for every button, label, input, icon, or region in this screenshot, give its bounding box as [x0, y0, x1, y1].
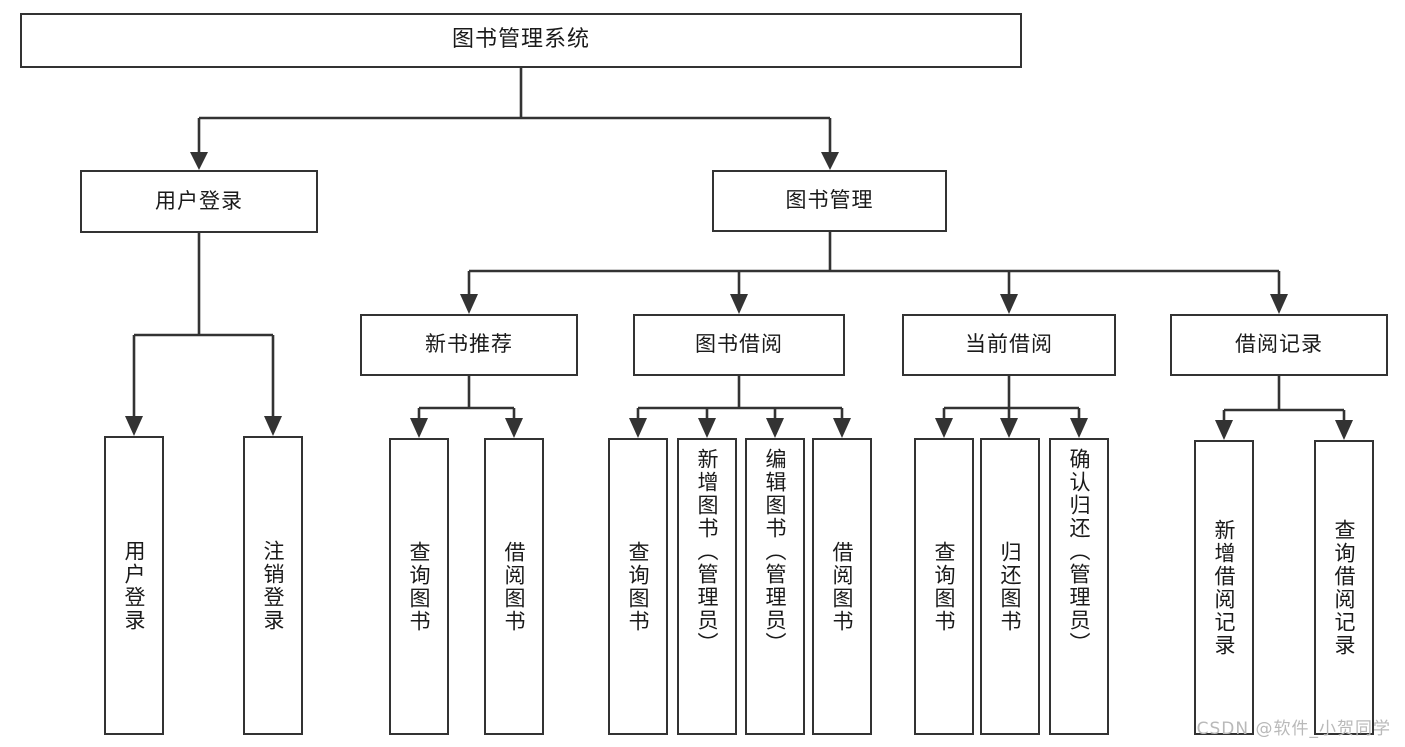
node-leaf-add-book[interactable]: 新增图书（管理员）	[677, 438, 737, 735]
node-leaf-borrow-book-2[interactable]: 借阅图书	[812, 438, 872, 735]
node-label: 用户登录	[155, 188, 243, 213]
node-label: 当前借阅	[965, 332, 1053, 357]
node-borrow-record[interactable]: 借阅记录	[1170, 314, 1388, 376]
node-book-manage[interactable]: 图书管理	[712, 170, 947, 232]
node-leaf-query-book-2[interactable]: 查询图书	[608, 438, 668, 735]
node-leaf-query-book-3[interactable]: 查询图书	[914, 438, 974, 735]
node-label: 新增借阅记录	[1212, 518, 1237, 657]
node-label: 借阅图书	[502, 540, 527, 633]
node-leaf-query-record[interactable]: 查询借阅记录	[1314, 440, 1374, 735]
node-book-borrow[interactable]: 图书借阅	[633, 314, 845, 376]
node-label: 图书管理	[785, 188, 874, 213]
node-leaf-return-book[interactable]: 归还图书	[980, 438, 1040, 735]
node-label: 借阅图书	[830, 540, 855, 633]
node-label: 编辑图书（管理员）	[763, 448, 788, 655]
node-current-borrow[interactable]: 当前借阅	[902, 314, 1116, 376]
node-leaf-query-book-1[interactable]: 查询图书	[389, 438, 449, 735]
node-label: 注销登录	[261, 539, 286, 632]
node-label: 查询借阅记录	[1332, 518, 1357, 657]
node-user-login[interactable]: 用户登录	[80, 170, 318, 233]
node-label: 新书推荐	[425, 332, 513, 357]
node-leaf-logout[interactable]: 注销登录	[243, 436, 303, 735]
node-label: 查询图书	[407, 540, 432, 633]
node-label: 新增图书（管理员）	[695, 448, 720, 655]
node-leaf-edit-book[interactable]: 编辑图书（管理员）	[745, 438, 805, 735]
node-label: 用户登录	[122, 539, 147, 632]
node-label: 借阅记录	[1235, 332, 1323, 357]
node-leaf-user-login[interactable]: 用户登录	[104, 436, 164, 735]
node-new-book-recommend[interactable]: 新书推荐	[360, 314, 578, 376]
node-label: 确认归还（管理员）	[1067, 448, 1092, 655]
node-label: 查询图书	[626, 540, 651, 633]
node-label: 图书借阅	[695, 332, 783, 357]
node-label: 图书管理系统	[451, 27, 590, 53]
node-root-system[interactable]: 图书管理系统	[20, 13, 1022, 68]
node-label: 归还图书	[998, 540, 1023, 633]
node-leaf-add-record[interactable]: 新增借阅记录	[1194, 440, 1254, 735]
node-leaf-confirm-return[interactable]: 确认归还（管理员）	[1049, 438, 1109, 735]
node-leaf-borrow-book-1[interactable]: 借阅图书	[484, 438, 544, 735]
node-label: 查询图书	[932, 540, 957, 633]
